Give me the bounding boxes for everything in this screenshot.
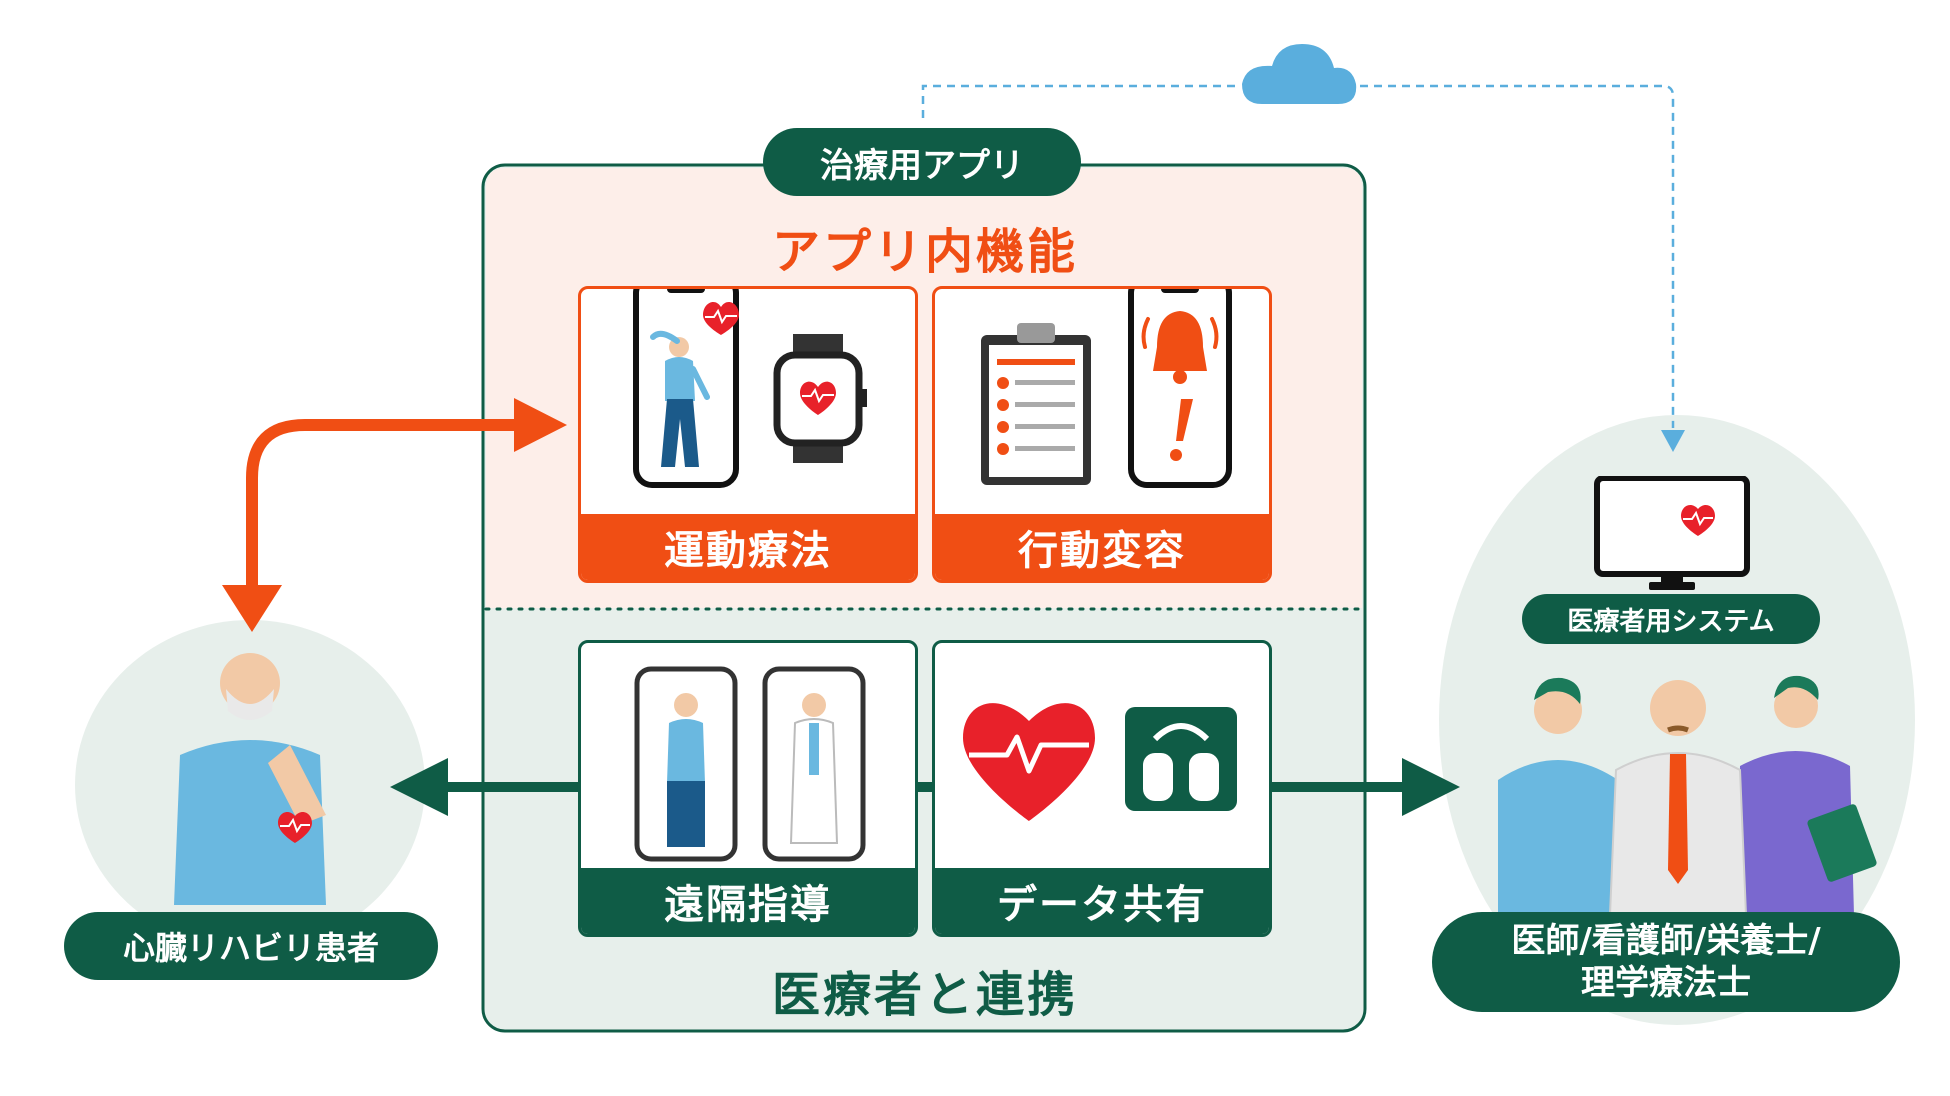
cloud-icon xyxy=(1242,44,1357,104)
checklist-clipboard-icon xyxy=(981,323,1091,485)
staff-label-line1: 医師/看護師/栄養士/ xyxy=(1511,921,1821,961)
smartwatch-icon xyxy=(773,334,867,463)
staff-label-pill: 医師/看護師/栄養士/ 理学療法士 xyxy=(1432,912,1900,1012)
app-features-title: アプリ内機能 xyxy=(771,224,1078,280)
patient-phone-icon xyxy=(634,666,738,862)
exercise-illustration xyxy=(633,289,867,488)
card-exercise-label: 運動療法 xyxy=(581,514,915,580)
remote-illustration xyxy=(634,666,866,862)
card-exercise-therapy: 運動療法 xyxy=(578,286,918,583)
monitor-icon xyxy=(1594,476,1750,590)
card-remote-guidance: 遠隔指導 xyxy=(578,640,918,937)
staff-label-line2: 理学療法士 xyxy=(1581,963,1751,1003)
app-title-pill: 治療用アプリ xyxy=(763,128,1081,196)
patient-illustration xyxy=(174,653,326,905)
medical-staff-illustration xyxy=(1498,675,1877,915)
staff-member-icon xyxy=(1736,675,1877,915)
heart-rate-icon xyxy=(963,703,1095,821)
data-illustration xyxy=(963,703,1237,821)
system-label-pill: 医療者用システム xyxy=(1522,594,1820,644)
cloud-link-arrowhead xyxy=(1661,430,1685,452)
exercise-arrowhead-right xyxy=(514,398,567,452)
doctor-phone-icon xyxy=(762,666,866,862)
collaboration-title: 医療者と連携 xyxy=(771,967,1078,1023)
doctor-icon xyxy=(1608,680,1748,915)
alert-smartphone-icon xyxy=(1128,289,1232,488)
heart-icon xyxy=(703,301,739,335)
app-title: 治療用アプリ xyxy=(820,145,1024,186)
exclamation-icon xyxy=(1170,399,1193,461)
card-remote-label: 遠隔指導 xyxy=(581,868,915,934)
exercise-loop-arrow xyxy=(246,419,522,600)
card-data-sharing: データ共有 xyxy=(932,640,1272,937)
card-behavior-label: 行動変容 xyxy=(935,514,1269,580)
patient-label-pill: 心臓リハビリ患者 xyxy=(64,912,438,980)
cloud-link-right xyxy=(1360,84,1675,428)
exercise-arrowhead-down xyxy=(222,585,282,632)
nurse-icon xyxy=(1498,677,1618,915)
stretching-person-icon xyxy=(650,330,710,467)
bell-icon xyxy=(1141,311,1219,384)
weight-scale-icon xyxy=(1125,707,1237,811)
cloud-link-left xyxy=(921,84,1235,118)
to-staff-arrowhead xyxy=(1402,758,1460,816)
behavior-illustration xyxy=(981,289,1232,488)
system-label: 医療者用システム xyxy=(1567,606,1775,637)
patient-label: 心臓リハビリ患者 xyxy=(122,929,379,967)
card-data-label: データ共有 xyxy=(935,868,1269,934)
card-behavior-change: 行動変容 xyxy=(932,286,1272,583)
to-patient-arrowhead xyxy=(390,758,448,816)
